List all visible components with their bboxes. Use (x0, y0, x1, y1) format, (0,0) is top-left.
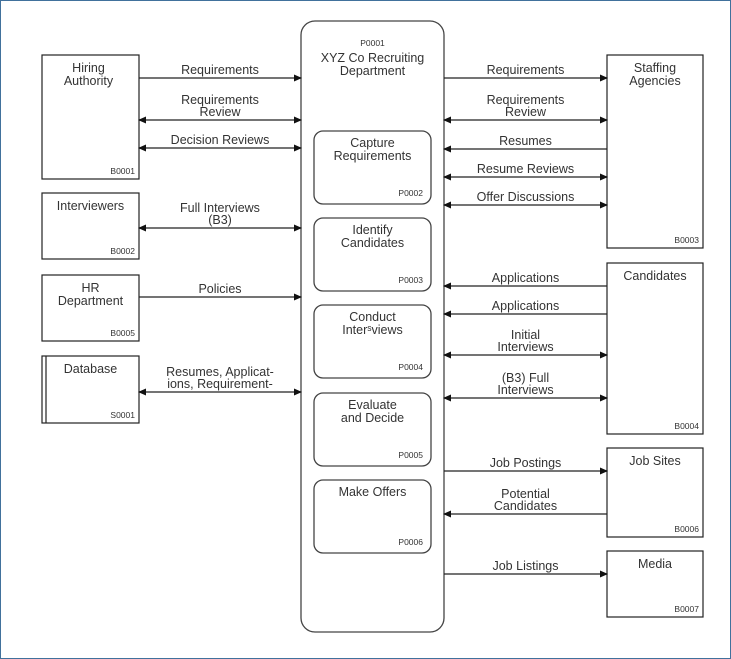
data-flow[interactable]: Applications (443, 299, 607, 318)
entity-code: S0001 (110, 410, 135, 420)
process-code: P0001 (360, 38, 385, 48)
subprocess-code: P0005 (398, 450, 423, 460)
entity-label: Hiring (72, 61, 105, 75)
subprocess-label: Evaluate (348, 398, 397, 412)
entity-code: B0003 (674, 235, 699, 245)
entity-label: Candidates (623, 269, 686, 283)
flow-label: Resumes (499, 134, 552, 148)
flow-label: Review (505, 105, 547, 119)
subprocess-code: P0002 (398, 188, 423, 198)
data-flow[interactable]: Full Interviews(B3) (138, 201, 302, 232)
flow-label: Offer Discussions (477, 190, 575, 204)
flow-label: Policies (198, 282, 241, 296)
flow-label: Potential (501, 487, 550, 501)
entity-code: B0001 (110, 166, 135, 176)
flow-label: (B3) (208, 213, 232, 227)
data-flow[interactable]: Job Postings (444, 456, 608, 475)
subprocess-label: Make Offers (339, 485, 407, 499)
flow-label: Review (200, 105, 242, 119)
entity-code: B0004 (674, 421, 699, 431)
entity-label: Agencies (629, 74, 680, 88)
flow-label: Job Listings (492, 559, 558, 573)
entity-label: Media (638, 557, 672, 571)
entity-label: Authority (64, 74, 114, 88)
flow-label: (B3) Full (502, 371, 549, 385)
flow-label: Requirements (487, 63, 565, 77)
data-flow[interactable]: Requirements (139, 63, 302, 82)
subprocess-label: Conduct (349, 310, 396, 324)
entity-label: Department (58, 294, 124, 308)
subprocess-label: Capture (350, 136, 395, 150)
flow-label: ions, Requirement- (167, 377, 273, 391)
flow-label: Interviews (497, 340, 553, 354)
entity-code: B0007 (674, 604, 699, 614)
flow-label: Decision Reviews (171, 133, 270, 147)
subprocess-code: P0004 (398, 362, 423, 372)
entity-label: Job Sites (629, 454, 680, 468)
data-flow[interactable]: Resumes (443, 134, 607, 153)
data-flow[interactable]: Resume Reviews (443, 162, 608, 181)
flow-label: Requirements (487, 93, 565, 107)
subprocess-label: Identify (352, 223, 393, 237)
entity-label: Database (64, 362, 118, 376)
entity-code: B0006 (674, 524, 699, 534)
entity-code: B0005 (110, 328, 135, 338)
process-title: Department (340, 64, 406, 78)
flow-label: Resume Reviews (477, 162, 574, 176)
flow-label: Resumes, Applicat- (166, 365, 274, 379)
entity-label: HR (81, 281, 99, 295)
data-flow[interactable]: Resumes, Applicat-ions, Requirement- (138, 365, 302, 396)
subprocess-label: Candidates (341, 236, 404, 250)
subprocess-label: Interˢviews (342, 323, 403, 337)
data-flow[interactable]: Job Listings (444, 559, 608, 578)
flow-label: Full Interviews (180, 201, 260, 215)
entity-code: B0002 (110, 246, 135, 256)
subprocess-code: P0003 (398, 275, 423, 285)
flow-label: Job Postings (490, 456, 562, 470)
flow-label: Candidates (494, 499, 557, 513)
data-flow[interactable]: Offer Discussions (443, 190, 608, 209)
subprocess-label: Requirements (334, 149, 412, 163)
subprocess-code: P0006 (398, 537, 423, 547)
flow-label: Interviews (497, 383, 553, 397)
flow-label: Applications (492, 299, 559, 313)
flow-label: Initial (511, 328, 540, 342)
flow-label: Requirements (181, 63, 259, 77)
flow-label: Applications (492, 271, 559, 285)
flow-label: Requirements (181, 93, 259, 107)
data-flow[interactable]: Policies (139, 282, 302, 301)
process-title: XYZ Co Recruiting (321, 51, 425, 65)
subprocess-label: and Decide (341, 411, 404, 425)
data-flow[interactable]: Applications (443, 271, 607, 290)
entity-label: Interviewers (57, 199, 124, 213)
data-flow[interactable]: Decision Reviews (138, 133, 302, 152)
data-flow[interactable]: Requirements (444, 63, 608, 82)
entity-label: Staffing (634, 61, 676, 75)
